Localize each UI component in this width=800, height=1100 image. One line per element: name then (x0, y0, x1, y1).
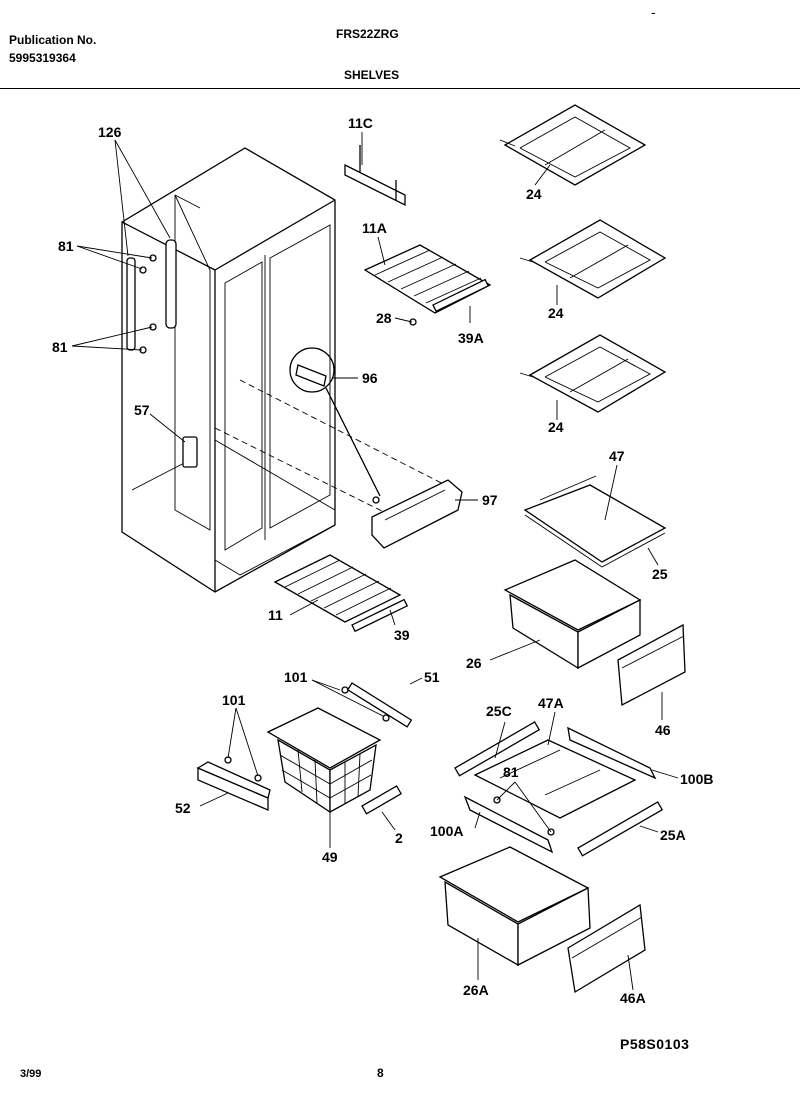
part-11-wire-shelf (273, 554, 409, 633)
callout-57: 57 (134, 402, 150, 418)
part-26-crisper-drawer (503, 559, 642, 670)
callout-39: 39 (394, 627, 410, 643)
callout-11a: 11A (362, 220, 387, 236)
callout-101-lower: 101 (222, 692, 246, 708)
callout-51: 51 (424, 669, 440, 685)
glass-shelf-1 (499, 104, 647, 186)
part-25a-rail (577, 801, 664, 857)
part-49-wire-basket (266, 707, 382, 814)
callout-100a: 100A (430, 823, 463, 839)
callout-26: 26 (466, 655, 482, 671)
page-number: 8 (377, 1066, 384, 1080)
callout-2: 2 (395, 830, 403, 846)
part-11a-wire-shelf (363, 244, 492, 326)
callout-97: 97 (482, 492, 498, 508)
callout-46: 46 (655, 722, 671, 738)
footer-date: 3/99 (20, 1068, 42, 1080)
callout-25c: 25C (486, 703, 512, 719)
part-97-housing (371, 479, 463, 549)
part-11c-bracket (344, 145, 406, 207)
callout-39a: 39A (458, 330, 484, 346)
callout-26a: 26A (463, 982, 489, 998)
part-100a-rail (463, 795, 555, 854)
callout-81-upper: 81 (58, 238, 74, 254)
part-26a-drawer (438, 846, 591, 967)
callout-96: 96 (362, 370, 378, 386)
door-handle-lower (126, 257, 136, 351)
callout-28: 28 (376, 310, 392, 326)
corner-mark: - (651, 4, 656, 20)
callout-47a: 47A (538, 695, 564, 711)
part-2-rod (361, 785, 403, 815)
callout-81-lower: 81 (52, 339, 68, 355)
glass-shelf-3 (519, 334, 667, 413)
callout-24-bottom: 24 (548, 419, 564, 435)
callout-47: 47 (609, 448, 625, 464)
part-57-cover (182, 436, 198, 468)
part-96-detail (289, 347, 381, 497)
refrigerator-cabinet (121, 147, 336, 593)
part-100b-rail (567, 726, 657, 780)
callout-52: 52 (175, 800, 191, 816)
callout-126: 126 (98, 124, 122, 140)
part-46-crisper-front (617, 623, 686, 707)
leader-lines (71, 132, 679, 991)
glass-shelf-2 (519, 219, 667, 299)
part-51-rail (341, 682, 413, 728)
part-52-bracket (196, 756, 271, 811)
callout-labels: 126 81 81 57 11C 11A 28 39A 96 97 11 39 … (52, 115, 713, 1006)
callout-25: 25 (652, 566, 668, 582)
header-rule (0, 88, 800, 89)
part-47a-glass (473, 739, 637, 819)
callout-24-top: 24 (526, 186, 542, 202)
diagram-code: P58S0103 (620, 1036, 690, 1052)
section-title: SHELVES (344, 68, 400, 82)
callout-49: 49 (322, 849, 338, 865)
callout-24-middle: 24 (548, 305, 564, 321)
part-46a-front (567, 903, 646, 994)
callout-101-upper: 101 (284, 669, 308, 685)
part-47-crisper-cover (523, 475, 667, 568)
callout-100b: 100B (680, 771, 713, 787)
model-number: FRS22ZRG (336, 27, 399, 41)
callout-81-crisper: 81 (503, 764, 519, 780)
door-handle-upper (165, 239, 177, 329)
callout-11: 11 (268, 607, 283, 623)
publication-label: Publication No. (9, 33, 97, 47)
callout-11c: 11C (348, 115, 373, 131)
callout-46a: 46A (620, 990, 646, 1006)
callout-25a: 25A (660, 827, 686, 843)
publication-number: 5995319364 (9, 51, 76, 65)
